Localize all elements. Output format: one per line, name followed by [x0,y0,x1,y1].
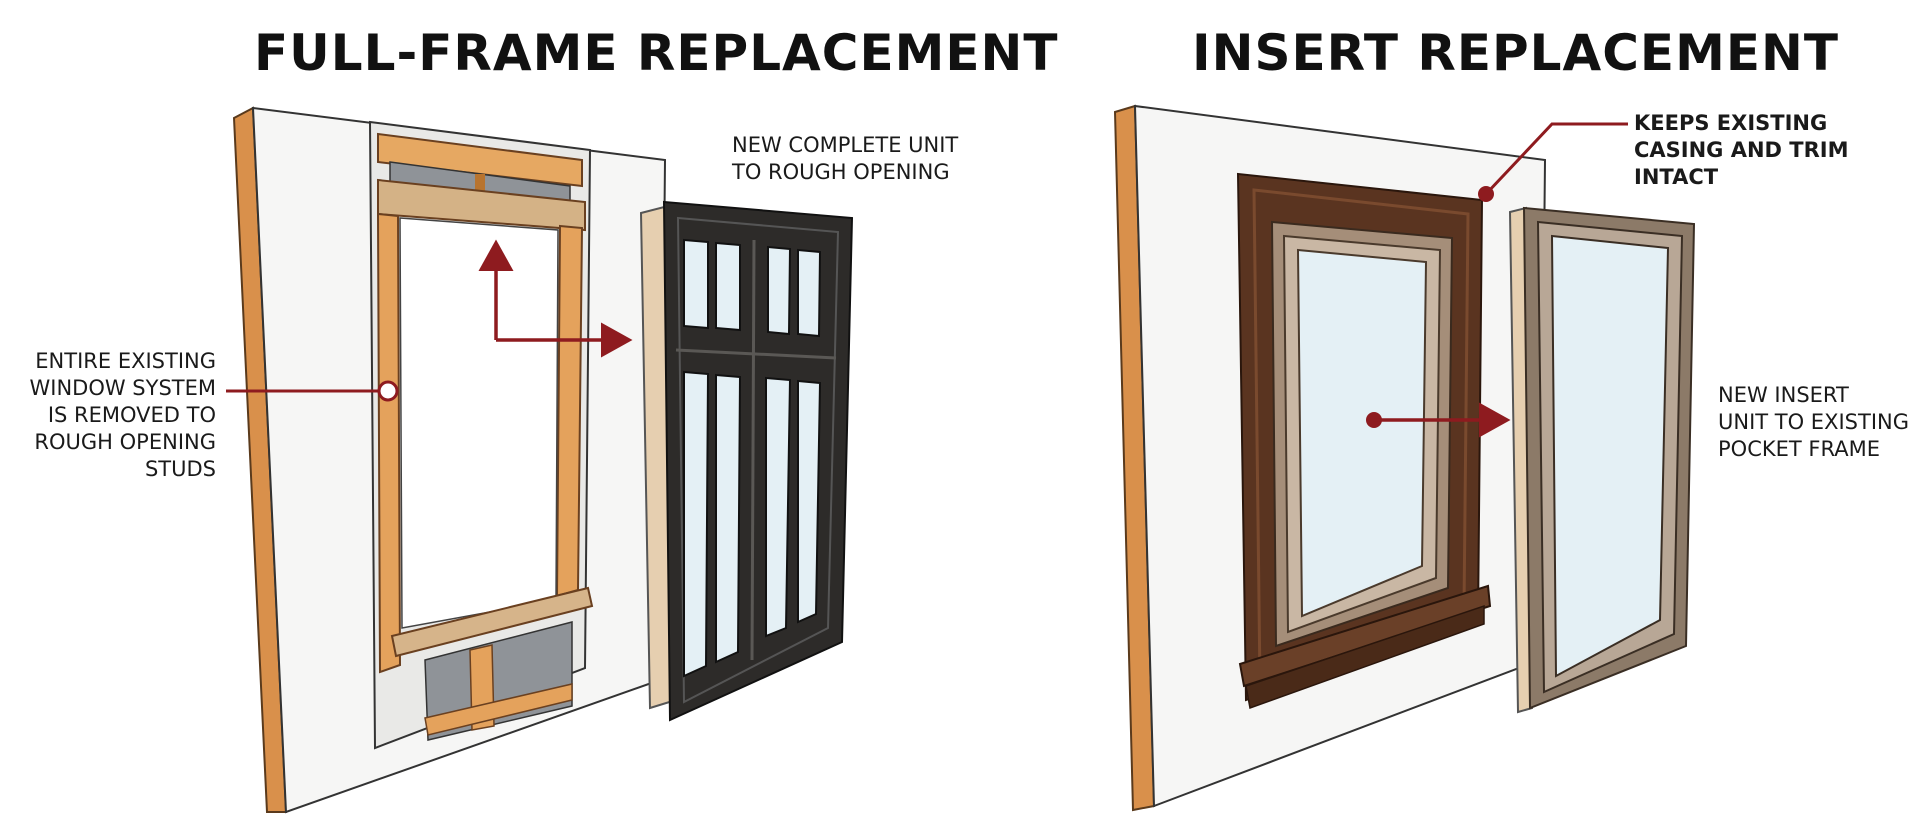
new-insert-unit-callout: NEW INSERT UNIT TO EXISTING POCKET FRAME [1718,383,1909,461]
new-complete-unit-callout: NEW COMPLETE UNIT TO ROUGH OPENING [732,133,959,184]
existing-system-removed-callout: ENTIRE EXISTING WINDOW SYSTEM IS REMOVED… [29,349,216,481]
full-frame-title: FULL-FRAME REPLACEMENT [254,24,1059,82]
insert-casing-trim [1236,172,1492,710]
full-frame-arrows [226,239,633,402]
full-frame-rough-opening [368,120,594,750]
insert-title: INSERT REPLACEMENT [1192,24,1839,82]
full-frame-new-unit [639,200,854,722]
insert-arrows [1366,122,1628,438]
keeps-casing-callout: KEEPS EXISTING CASING AND TRIM INTACT [1634,111,1849,189]
insert-new-unit [1508,206,1696,714]
